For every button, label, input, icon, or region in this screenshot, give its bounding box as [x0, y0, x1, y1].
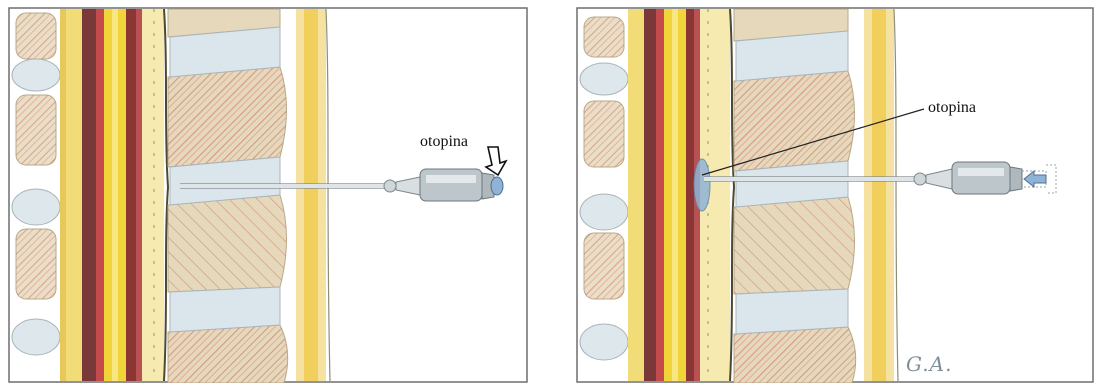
left-spine-drawing	[8, 7, 528, 383]
ligament-flavum	[628, 9, 644, 381]
spinal-cord-layers	[82, 9, 142, 381]
right-spine-drawing	[576, 7, 1094, 383]
arrow-icon	[486, 147, 506, 175]
left-illustration-panel: otopina	[8, 7, 528, 383]
posterior-vertebral-segments	[12, 13, 60, 355]
epidural-space	[142, 9, 164, 381]
right-illustration-panel: otopina G.A.	[576, 7, 1094, 383]
solution-droplet	[491, 177, 503, 195]
spinal-cord-layers	[644, 9, 700, 381]
solution-label-left: otopina	[420, 134, 468, 150]
artist-signature: G.A.	[906, 352, 952, 376]
solution-spread	[694, 159, 710, 211]
push-arrow-icon	[1024, 171, 1046, 187]
posterior-vertebral-segments	[580, 17, 628, 360]
solution-label-right: otopina	[928, 100, 976, 116]
